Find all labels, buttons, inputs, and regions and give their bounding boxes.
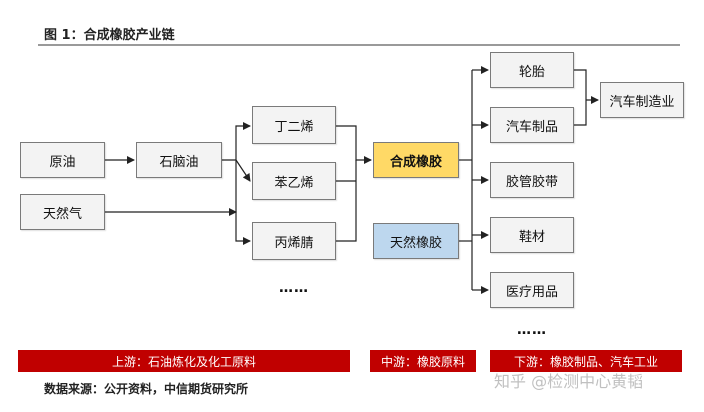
band-downstream: 下游：橡胶制品、汽车工业 (490, 350, 682, 372)
band-midstream: 中游：橡胶原料 (370, 350, 476, 372)
arrow-to-auto-manufacturing (574, 69, 598, 126)
figure-title: 图 1：合成橡胶产业链 (44, 28, 175, 43)
node-auto-parts: 汽车制品 (490, 107, 574, 143)
node-styrene: 苯乙烯 (252, 162, 336, 200)
ellipsis-intermediates: …… (279, 280, 309, 296)
node-acrylonitrile: 丙烯腈 (252, 222, 336, 260)
band-upstream: 上游：石油炼化及化工原料 (18, 350, 350, 372)
source-note: 数据来源：公开资料，中信期货研究所 (44, 382, 249, 396)
arrow-acrylonitrile-to-synthetic (336, 160, 357, 242)
node-natural-rubber: 天然橡胶 (373, 223, 459, 259)
title-divider (38, 44, 680, 46)
arrow-naphtha-to-acrylonitrile (235, 160, 251, 245)
node-synthetic-rubber: 合成橡胶 (373, 142, 459, 178)
node-naphtha: 石脑油 (136, 142, 222, 178)
node-crude-oil: 原油 (20, 142, 105, 178)
node-auto-manufacturing: 汽车制造业 (600, 82, 684, 118)
node-butadiene: 丁二烯 (252, 106, 336, 144)
arrow-naphtha-to-butadiene (222, 122, 251, 161)
watermark-text: 知乎 @检测中心黄韬 (494, 372, 644, 391)
node-medical-supplies: 医疗用品 (490, 272, 574, 308)
arrow-butadiene-to-synthetic (336, 125, 372, 164)
node-hoses-belts: 胶管胶带 (490, 162, 574, 198)
node-tires: 轮胎 (490, 52, 574, 88)
ellipsis-products: …… (517, 322, 547, 338)
node-shoe-materials: 鞋材 (490, 217, 574, 253)
node-natural-gas: 天然气 (20, 194, 105, 230)
arrow-naphtha-to-styrene (235, 159, 251, 182)
